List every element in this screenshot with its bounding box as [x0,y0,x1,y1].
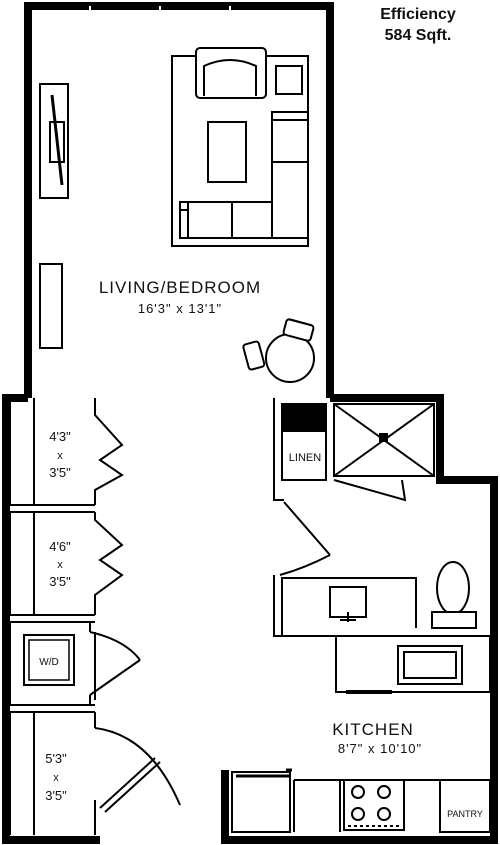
living-room-name: LIVING/BEDROOM [99,278,261,297]
unit-type: Efficiency [380,6,456,23]
lower-counter [293,779,490,832]
pantry-label: PANTRY [447,809,483,819]
bifold-doors [94,398,124,615]
closet-3-sep: x [53,772,59,784]
side-table [275,65,303,95]
coffee-table [207,121,247,183]
kitchen-counter [335,635,491,694]
closet-3-depth: 3'5" [45,788,67,803]
closet-3-width: 5'3" [45,751,67,766]
closet-1-sep: x [57,450,63,462]
refrigerator [231,768,292,833]
closet-2-width: 4'6" [49,539,71,554]
sectional-sofa [179,111,309,239]
toilet [431,561,477,629]
kitchen-name: KITCHEN [332,720,414,739]
top-window-marks [89,6,231,10]
bathroom-door [279,479,407,576]
kitchen-dims: 8'7" x 10'10" [338,741,422,756]
closet-1-width: 4'3" [49,429,71,444]
stove [343,779,405,831]
living-room-dims: 16'3" x 13'1" [138,301,222,316]
closet-3-door [94,712,181,835]
pantry [439,779,491,833]
washer-dryer [23,634,75,686]
tv-stand [39,83,69,199]
washer-dryer-label: W/D [39,657,58,668]
bench [39,263,63,349]
armchair [195,47,267,99]
closet-walls [6,398,95,835]
linen-closet [273,398,327,501]
shower [333,403,435,477]
laundry-door [89,622,141,705]
unit-area: 584 Sqft. [385,27,452,44]
closet-1-depth: 3'5" [49,465,71,480]
linen-label: LINEN [289,452,321,464]
dining-set [242,318,315,383]
closet-2-depth: 3'5" [49,574,71,589]
closet-2-sep: x [57,559,63,571]
